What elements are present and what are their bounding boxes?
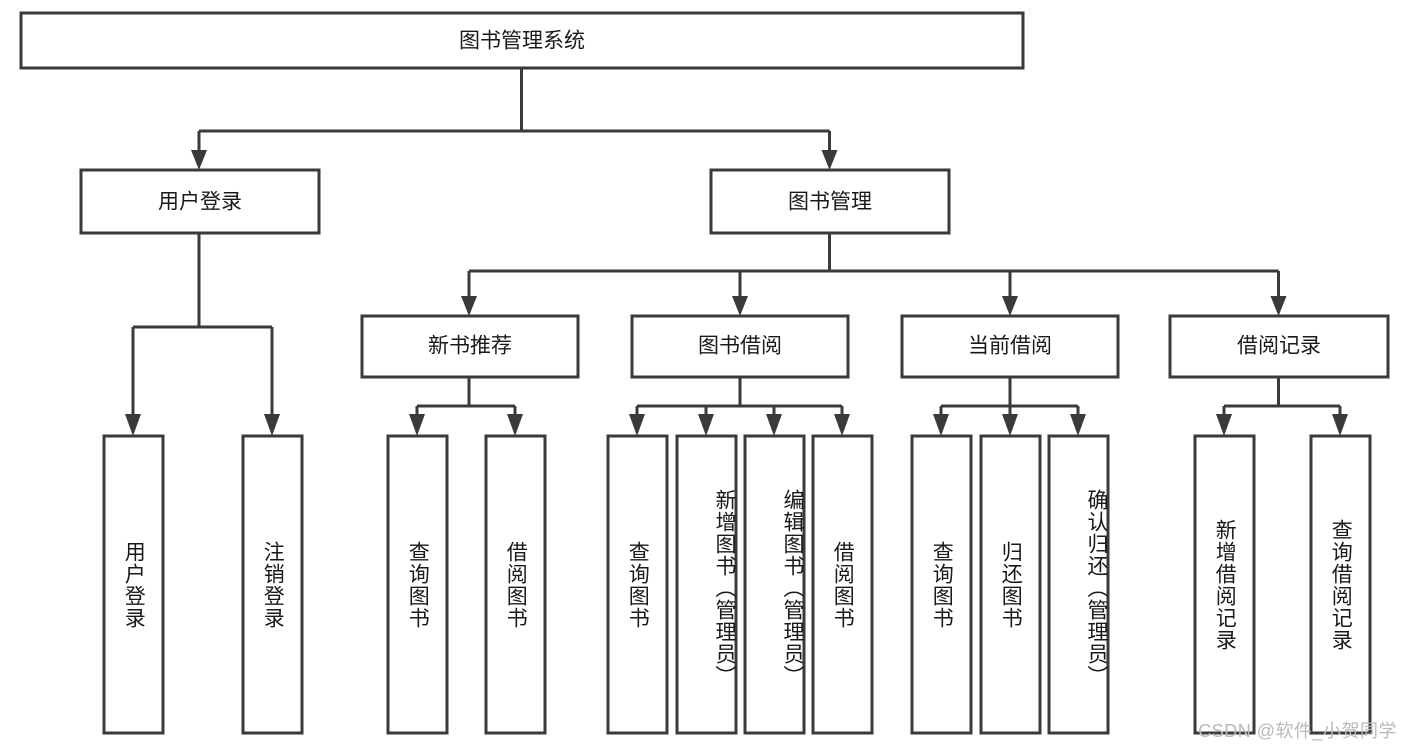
arrowhead-br-c2 — [1332, 414, 1348, 436]
arrowhead-bb-c3 — [766, 414, 782, 436]
arrowhead-ul-child2 — [264, 414, 280, 436]
node-borrow-record-label: 借阅记录 — [1237, 335, 1321, 358]
leaf-box-current-borrow-1[interactable] — [979, 434, 1042, 735]
arrowhead-book-borrow — [732, 296, 748, 316]
leaf-box-user-login-0[interactable] — [102, 434, 165, 735]
arrowhead-br-c1 — [1216, 414, 1232, 436]
node-borrow-record-box[interactable] — [1168, 314, 1390, 379]
arrowhead-book-manage — [821, 150, 838, 170]
node-new-book-rec-label: 新书推荐 — [428, 335, 512, 358]
arrowhead-cb-c1 — [933, 414, 949, 436]
arrowhead-current-borrow — [1002, 296, 1018, 316]
node-current-borrow-label: 当前借阅 — [968, 335, 1052, 358]
node-book-manage[interactable]: 图书管理 — [709, 168, 951, 235]
arrowhead-borrow-record — [1270, 296, 1287, 316]
node-borrow-record[interactable]: 借阅记录 — [1168, 314, 1390, 379]
node-root[interactable]: 图书管理系统 — [19, 11, 1025, 70]
csdn-watermark: CSDN @软件_小贺同学 — [1198, 721, 1397, 741]
leaf-box-book-borrow-3[interactable] — [811, 434, 874, 735]
node-new-book-rec[interactable]: 新书推荐 — [360, 314, 580, 379]
arrowhead-nbr-c1 — [409, 414, 425, 436]
arrowhead-nbr-c2 — [507, 414, 523, 436]
arrowhead-bb-c1 — [629, 414, 645, 436]
leaf-box-user-login-1[interactable] — [241, 434, 304, 735]
node-book-borrow-box[interactable] — [630, 314, 850, 379]
node-book-borrow-label: 图书借阅 — [698, 335, 782, 358]
leaf-box-new-book-rec-0[interactable] — [386, 434, 449, 735]
node-current-borrow[interactable]: 当前借阅 — [900, 314, 1120, 379]
leaf-box-book-borrow-0[interactable] — [606, 434, 669, 735]
arrowhead-user-login — [191, 150, 207, 170]
arrowhead-new-book-rec — [461, 296, 477, 316]
node-user-login-box[interactable] — [79, 168, 321, 235]
arrowhead-cb-c3 — [1070, 414, 1086, 436]
connector-group — [125, 68, 1348, 436]
leaf-box-book-borrow-1[interactable] — [675, 434, 738, 735]
leaf-box-current-borrow-2[interactable] — [1047, 434, 1110, 735]
node-root-label: 图书管理系统 — [459, 30, 585, 53]
node-user-login-label: 用户登录 — [158, 191, 242, 214]
node-book-manage-label: 图书管理 — [788, 191, 872, 214]
node-current-borrow-box[interactable] — [900, 314, 1120, 379]
leaf-box-new-book-rec-1[interactable] — [484, 434, 547, 735]
arrowhead-ul-child1 — [125, 414, 141, 436]
node-book-manage-box[interactable] — [709, 168, 951, 235]
leaf-box-borrow-record-1[interactable] — [1309, 434, 1372, 735]
node-new-book-rec-box[interactable] — [360, 314, 580, 379]
leaf-box-current-borrow-0[interactable] — [910, 434, 973, 735]
arrowhead-cb-c2 — [1002, 414, 1018, 436]
node-book-borrow[interactable]: 图书借阅 — [630, 314, 850, 379]
leaf-box-group — [102, 434, 1372, 735]
arrowhead-bb-c2 — [698, 414, 714, 436]
leaf-box-borrow-record-0[interactable] — [1193, 434, 1256, 735]
node-user-login[interactable]: 用户登录 — [79, 168, 321, 235]
leaf-box-book-borrow-2[interactable] — [743, 434, 806, 735]
arrowhead-bb-c4 — [834, 414, 850, 436]
node-root-box[interactable] — [19, 11, 1025, 70]
